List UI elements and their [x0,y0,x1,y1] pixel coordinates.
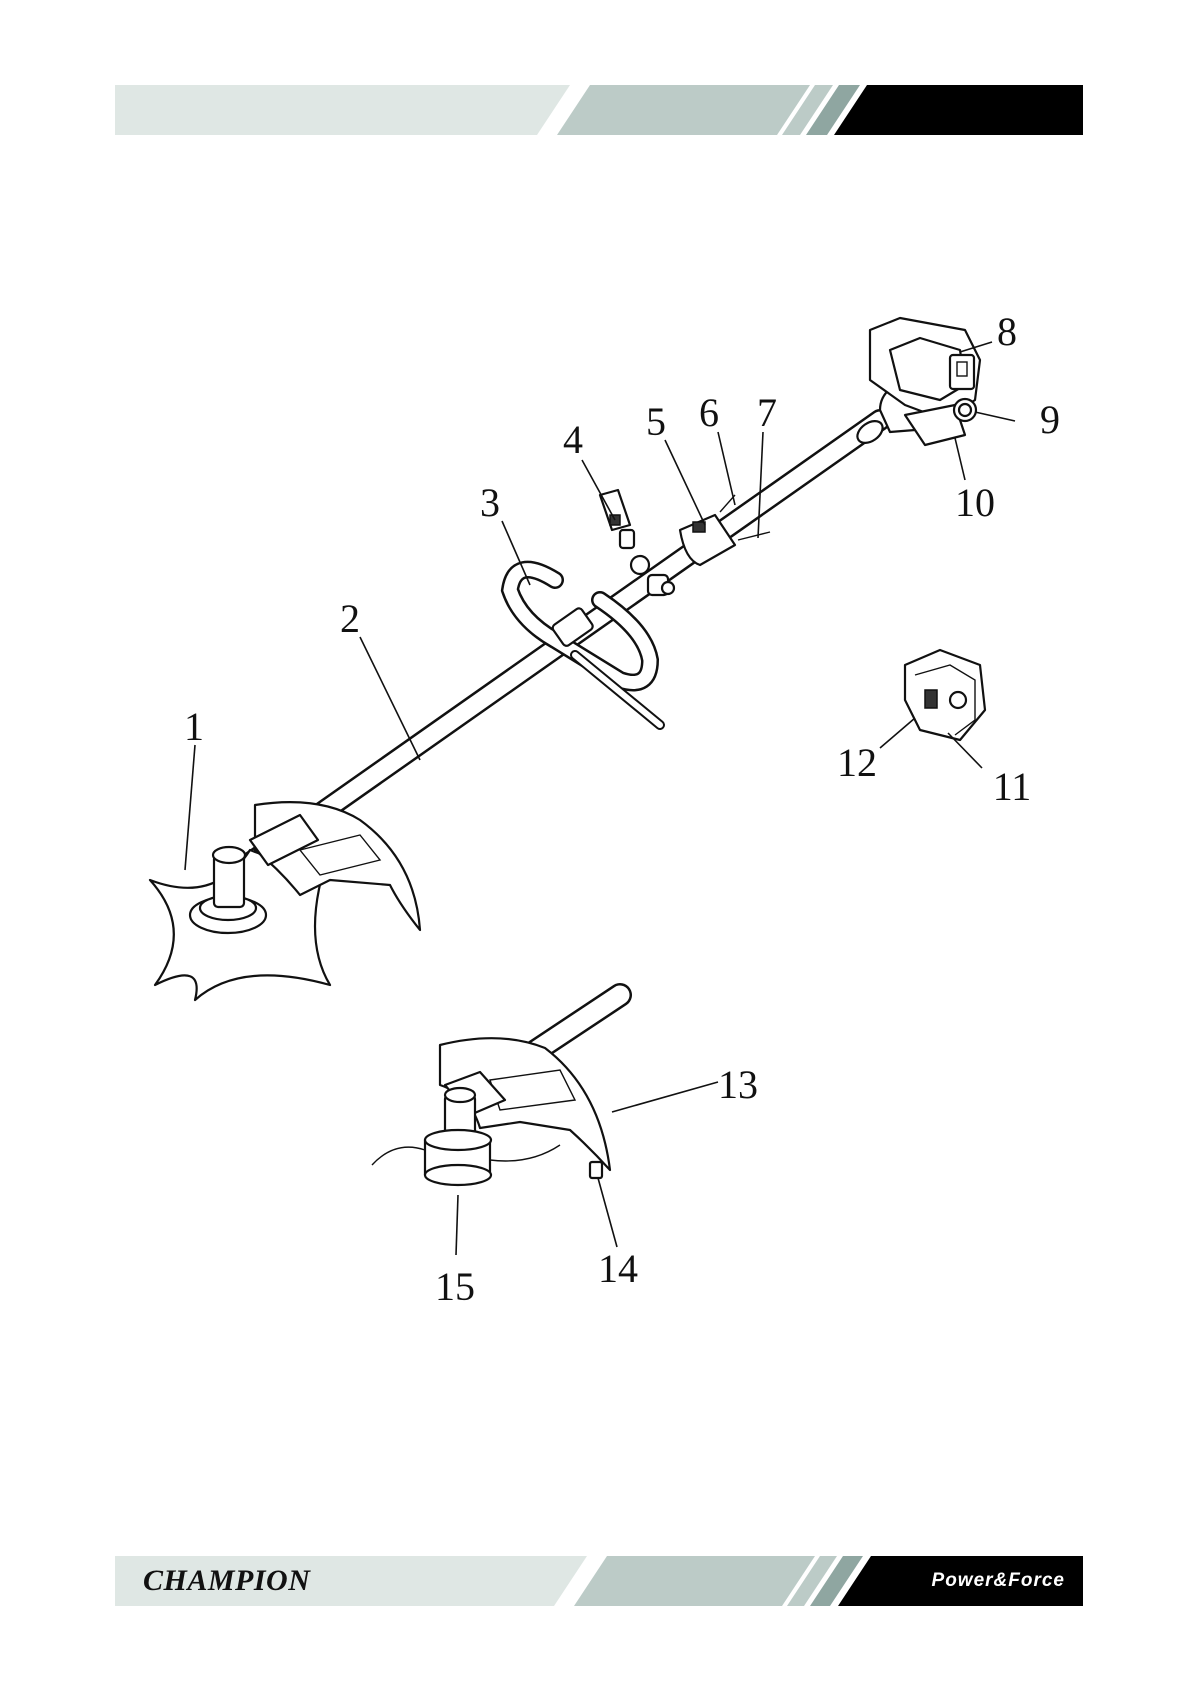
callout-7: 7 [757,390,777,435]
tagline: Power&Force [932,1556,1065,1606]
callout-13: 13 [718,1062,758,1107]
trimmer-head-detail [372,995,620,1185]
callout-14: 14 [598,1246,638,1291]
callout-2: 2 [340,596,360,641]
champion-logo: CHAMPION [143,1558,310,1604]
callout-1: 1 [184,704,204,749]
callout-9: 9 [1040,397,1060,442]
callout-8: 8 [997,309,1017,354]
air-filter-cover [905,650,985,740]
callout-15: 15 [435,1264,475,1309]
footer-band: CHAMPION Power&Force [115,1556,1083,1606]
engine [853,318,980,447]
callout-6: 6 [699,390,719,435]
callout-12: 12 [837,740,877,785]
leader-lines [185,342,1015,1255]
callout-10: 10 [955,480,995,525]
callout-3: 3 [480,480,500,525]
callout-5: 5 [646,399,666,444]
callout-4: 4 [563,417,583,462]
callout-11: 11 [993,764,1032,809]
